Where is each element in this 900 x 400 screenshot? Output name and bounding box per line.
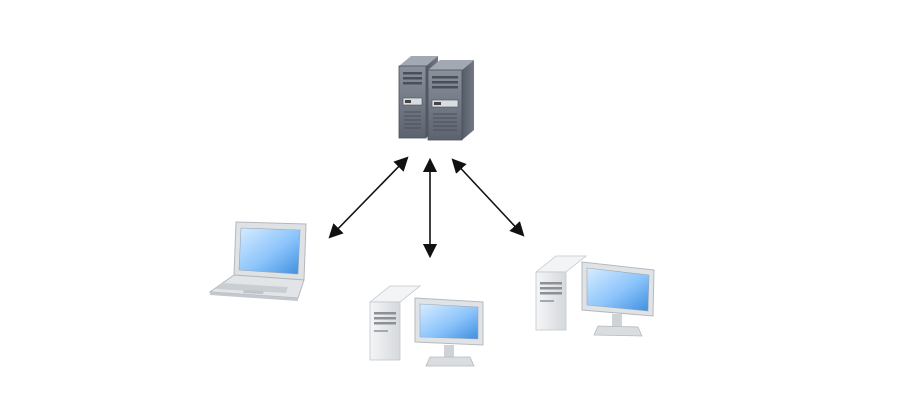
arrow-server-laptop: [328, 156, 409, 239]
server-rack-icon: [398, 56, 474, 141]
desktop-computer-icon: [534, 255, 655, 337]
connections: [328, 156, 525, 259]
arrow-server-desktop-right: [451, 158, 525, 237]
desktop-computer-icon: [368, 285, 484, 367]
laptop-icon: [208, 221, 307, 301]
